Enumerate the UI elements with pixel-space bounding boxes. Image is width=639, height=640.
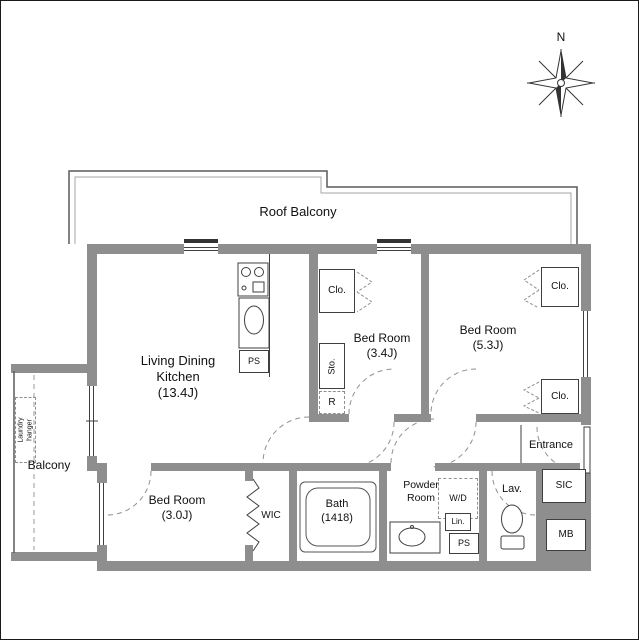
wall-balcony-bottom <box>11 552 107 561</box>
ps-kitchen-label: PS <box>247 356 260 366</box>
closet-bifold-doors <box>356 269 540 414</box>
storage-box: Sto. <box>319 343 345 389</box>
linen-box: Lin. <box>445 513 471 531</box>
laundry-hanger-box: Laundry hanger <box>15 397 36 463</box>
stove-icon <box>237 262 269 297</box>
wall-hall-b <box>394 414 431 422</box>
toilet-icon <box>500 504 525 550</box>
closet-a-door <box>356 271 373 313</box>
window-bed2-right <box>580 311 591 377</box>
bedroom-a-label: Bed Room (3.4J) <box>353 331 411 360</box>
wall-bath-powder <box>379 471 387 561</box>
wall-wic-bath <box>289 471 297 561</box>
compass-icon <box>527 49 595 117</box>
window-ldk-top <box>184 239 218 254</box>
wall-row-c <box>435 463 591 471</box>
bathtub-icon <box>299 481 377 553</box>
wall-left-mid <box>87 456 97 471</box>
closet-c-door <box>522 381 540 414</box>
sic-box: SIC <box>542 469 586 503</box>
kitchen-sink-icon <box>238 297 270 349</box>
storage-label: Sto. <box>326 357 337 375</box>
wall-right <box>581 244 591 571</box>
wall-ldk-bedrooms <box>309 254 318 414</box>
washbasin-icon <box>389 521 441 554</box>
balcony-label: Balcony <box>27 458 71 472</box>
bed2-room-door-arc <box>430 368 477 415</box>
door-arcs <box>106 368 582 516</box>
refrigerator-label: R <box>328 396 336 408</box>
meter-box-label: MB <box>558 529 574 540</box>
ldk-door-arc <box>262 416 310 464</box>
balcony-sliding-door <box>86 386 98 456</box>
wic-accordion-door <box>246 478 260 552</box>
sic-label: SIC <box>555 480 573 491</box>
washer-dryer-label: W/D <box>449 493 467 503</box>
wall-hall-a <box>309 414 349 422</box>
wall-row-b <box>251 463 391 471</box>
pipe-space-powder: PS <box>449 533 479 554</box>
compass-north-label: N <box>556 30 566 44</box>
roof-balcony-railing <box>68 170 578 244</box>
refrigerator-space: R <box>319 391 345 414</box>
ps-powder-label: PS <box>457 538 470 548</box>
closet-c: Clo. <box>541 379 579 414</box>
closet-a-label: Clo. <box>328 285 346 296</box>
entrance-door <box>520 425 592 474</box>
roof-balcony-label: Roof Balcony <box>259 204 337 219</box>
bedroom-c-label: Bed Room (3.0J) <box>148 493 206 522</box>
powder-room-label: Powder Room <box>403 479 439 504</box>
balcony-railing <box>13 371 35 553</box>
bed1-room-door-arc <box>348 368 395 415</box>
ldk-label: Living Dining Kitchen (13.4J) <box>140 353 216 400</box>
bed2-hall-door-arc <box>430 421 477 468</box>
wall-left-upper <box>87 244 97 386</box>
wall-balcony-top <box>11 364 87 373</box>
closet-b-label: Clo. <box>551 281 569 292</box>
closet-a: Clo. <box>319 269 355 313</box>
bed3-door-arc <box>106 470 152 516</box>
wall-top <box>87 244 591 254</box>
window-bed1-top <box>377 239 411 254</box>
closet-c-label: Clo. <box>551 390 569 402</box>
linen-label: Lin. <box>451 517 465 526</box>
window-bed3-balcony <box>96 483 108 545</box>
wall-row-a <box>151 463 251 471</box>
meter-box: MB <box>546 519 586 551</box>
wall-bed1-bed2 <box>421 254 429 414</box>
entrance-label: Entrance <box>528 439 574 451</box>
wall-bed3-wic-upper <box>245 471 253 481</box>
wall-bed3-wic-lower <box>245 545 253 561</box>
laundry-hanger-label: Laundry hanger <box>17 417 34 443</box>
wall-bottom <box>97 561 591 571</box>
bed1-hall-door-arc <box>348 421 395 468</box>
wall-hall-c <box>476 414 591 422</box>
bedroom-b-label: Bed Room (5.3J) <box>459 323 517 352</box>
wall-powder-lav <box>479 471 487 561</box>
bath-label: Bath (1418) <box>321 498 353 524</box>
powder-door-arc <box>390 418 436 464</box>
lavatory-label: Lav. <box>502 483 522 495</box>
pipe-space-kitchen: PS <box>239 350 269 373</box>
wic-label: WIC <box>261 510 281 521</box>
closet-b: Clo. <box>541 267 579 307</box>
closet-b-door <box>523 269 540 309</box>
